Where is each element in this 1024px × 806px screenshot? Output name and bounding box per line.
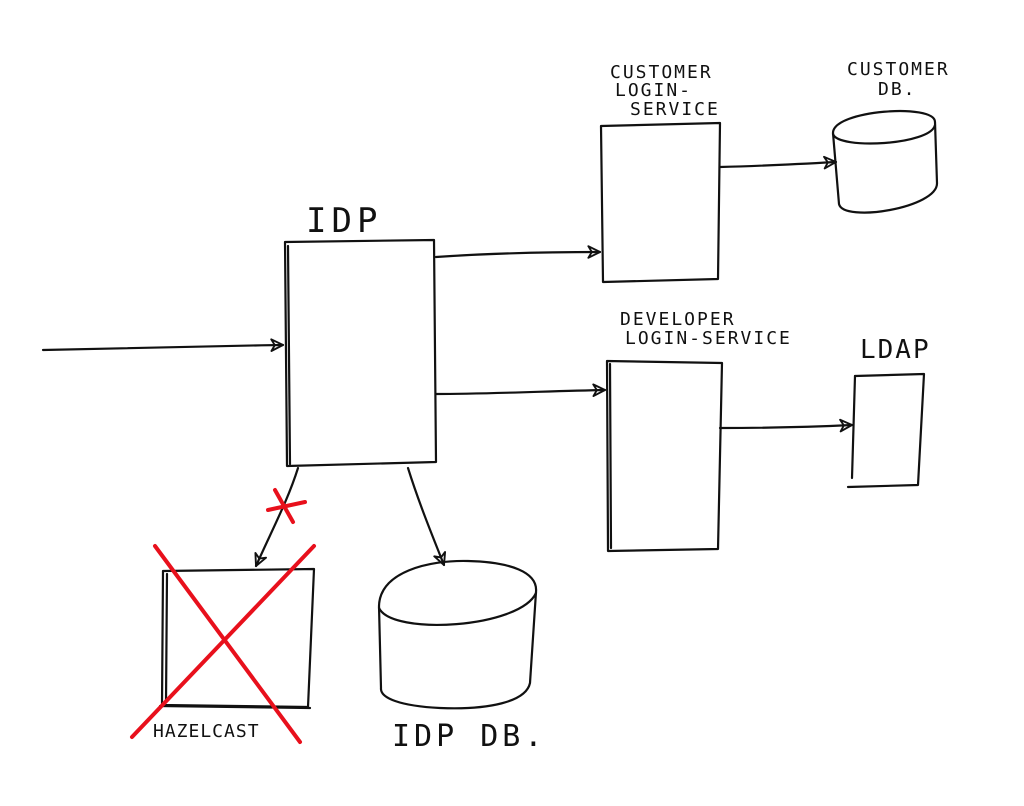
developer-login-service-node: DEVELOPER LOGIN-SERVICE — [605, 309, 792, 553]
developer-login-service-label-line-2: LOGIN-SERVICE — [625, 328, 792, 349]
idp-db-label: IDP DB. — [392, 719, 546, 754]
edge-idp-to-hazelcast — [254, 466, 300, 568]
customer-login-service-label-line-1: CUSTOMER — [610, 62, 713, 83]
customer-login-service-node: CUSTOMER LOGIN- SERVICE — [599, 62, 722, 284]
hazelcast-strike-cross — [130, 544, 316, 744]
edge-idp-to-customer-login-service — [434, 245, 602, 259]
customer-db-node: CUSTOMER DB. — [831, 59, 950, 214]
edge-idp-to-idp-db — [406, 466, 447, 567]
edge-client-to-idp — [41, 338, 285, 352]
ldap-node: LDAP — [846, 335, 931, 489]
idp-label: IDP — [306, 201, 382, 241]
idp-db-node: IDP DB. — [377, 559, 546, 754]
edge-idp-to-developer-login-service — [434, 383, 607, 397]
hazelcast-node: HAZELCAST — [153, 567, 316, 742]
hazelcast-label: HAZELCAST — [153, 721, 260, 742]
edge-customer-login-service-to-customer-db — [718, 155, 838, 170]
idp-node: IDP — [283, 201, 438, 468]
customer-login-service-label-line-2: LOGIN- — [615, 80, 692, 101]
customer-db-label-line-1: CUSTOMER — [847, 59, 950, 80]
hazelcast-edge-strike-mark — [266, 488, 307, 524]
customer-login-service-label-line-3: SERVICE — [630, 99, 720, 120]
ldap-label: LDAP — [860, 335, 931, 365]
developer-login-service-label-line-1: DEVELOPER — [620, 309, 736, 330]
customer-db-label-line-2: DB. — [878, 79, 917, 100]
edge-developer-login-service-to-ldap — [718, 418, 854, 433]
